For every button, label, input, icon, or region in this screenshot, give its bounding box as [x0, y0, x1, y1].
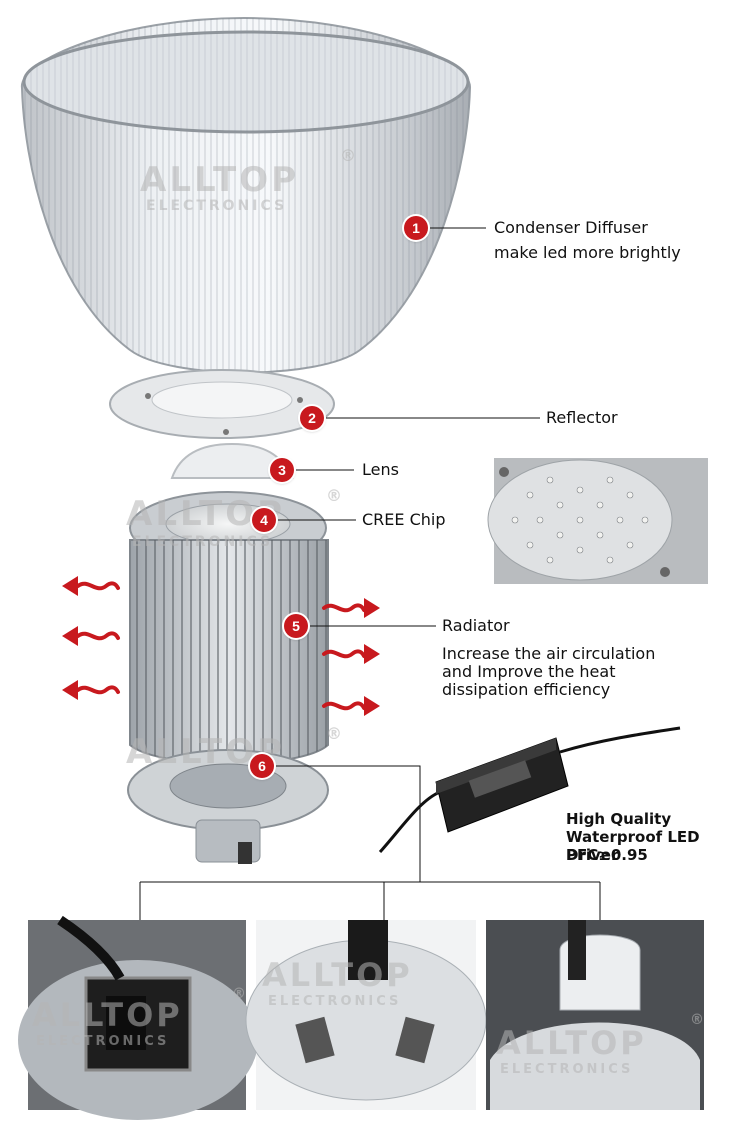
callout-badge-3: 3 — [270, 458, 294, 482]
label-lens: Lens — [362, 460, 399, 479]
callout-badge-6: 6 — [250, 754, 274, 778]
driver-note-line-2: Waterproof LED Driver — [566, 828, 700, 864]
led-driver-box — [378, 726, 681, 854]
driver-note-line-1: High Quality — [566, 810, 672, 828]
watermark-reg-6: ® — [690, 1012, 707, 1028]
heat-arrows-left — [62, 576, 120, 700]
bottom-photo-3 — [486, 920, 704, 1110]
bottom-photo-1 — [18, 915, 258, 1120]
reflector-ring — [109, 369, 335, 439]
callout-badge-2: 2 — [300, 406, 324, 430]
radiator-note-line-3: dissipation efficiency — [442, 680, 611, 699]
watermark-brand-6: ALLTOP — [496, 1024, 647, 1062]
label-radiator: Radiator — [442, 616, 510, 635]
watermark-sub-4: ELECTRONICS — [36, 1034, 170, 1049]
radiator-body — [129, 539, 329, 765]
callout-badge-5: 5 — [284, 614, 308, 638]
watermark-brand-5: ALLTOP — [262, 956, 413, 994]
label-condenser-diffuser-desc: make led more brightly — [494, 243, 681, 262]
watermark-sub-2: ELECTRONICS — [132, 534, 274, 550]
watermark-sub-6: ELECTRONICS — [500, 1062, 634, 1077]
leader-lines — [139, 227, 601, 920]
watermark-sub-1: ELECTRONICS — [146, 198, 288, 214]
watermark-reg-1: ® — [340, 146, 359, 165]
bottom-housing — [127, 749, 329, 864]
watermark-reg-4: ® — [232, 986, 249, 1002]
label-cree-chip: CREE Chip — [362, 510, 446, 529]
callout-badge-4: 4 — [252, 508, 276, 532]
radiator-note-line-1: Increase the air circulation — [442, 644, 656, 663]
watermark-reg-3: ® — [326, 724, 345, 743]
condenser-diffuser-bowl — [20, 16, 472, 374]
watermark-brand-1: ALLTOP — [140, 160, 300, 200]
heat-arrows-right — [322, 598, 380, 716]
watermark-reg-2: ® — [326, 486, 345, 505]
label-reflector: Reflector — [546, 408, 618, 427]
label-condenser-diffuser: Condenser Diffuser — [494, 218, 648, 237]
bottom-photo-2 — [245, 920, 487, 1110]
driver-note-line-3: PFC≥0.95 — [566, 846, 648, 864]
watermark-sub-5: ELECTRONICS — [268, 994, 402, 1009]
radiator-note-line-2: and Improve the heat — [442, 662, 616, 681]
led-board-inset-photo — [487, 458, 708, 584]
callout-badge-1: 1 — [404, 216, 428, 240]
watermark-brand-4: ALLTOP — [32, 996, 183, 1034]
